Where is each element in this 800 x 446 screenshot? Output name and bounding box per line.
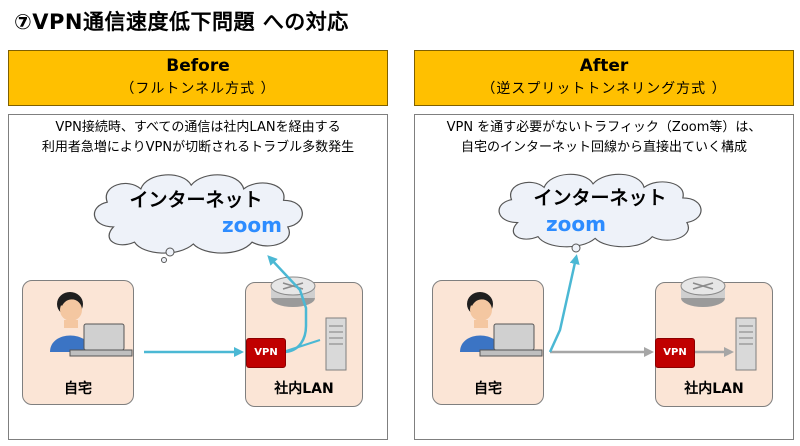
before-connection-lines — [144, 255, 321, 357]
after-laptop-icon — [479, 323, 543, 357]
after-home-label: 自宅 — [474, 381, 502, 397]
before-home-label: 自宅 — [64, 381, 92, 397]
after-office-label: 社内LAN — [684, 381, 744, 397]
before-header: Before （フルトンネル方式 ） — [8, 50, 388, 106]
before-vpn-badge: VPN — [246, 338, 286, 368]
after-heading: After — [579, 56, 629, 76]
before-heading: Before — [166, 56, 230, 76]
before-subheading: （フルトンネル方式 ） — [120, 81, 276, 97]
before-desc-line2: 利用者急増によりVPNが切断されるトラブル多数発生 — [41, 140, 355, 155]
before-desc-line1: VPN接続時、すべての通信は社内LANを経由する — [55, 120, 341, 135]
before-laptop-icon — [69, 323, 133, 357]
after-zoom-logo: zoom — [546, 212, 606, 236]
before-office-label: 社内LAN — [274, 381, 334, 397]
after-connection-lines — [548, 254, 734, 357]
after-cloud-label: インターネット — [533, 187, 666, 209]
after-description: VPN を通す必要がないトラフィック（Zoom等）は、 自宅のインターネット回線… — [414, 118, 794, 158]
before-router-icon — [270, 276, 316, 307]
before-person-icon — [50, 292, 92, 352]
before-internet-cloud — [93, 174, 303, 263]
after-header: After （逆スプリットトンネリング方式 ） — [414, 50, 794, 106]
before-description: VPN接続時、すべての通信は社内LANを経由する 利用者急増によりVPNが切断さ… — [8, 118, 388, 158]
after-subheading: （逆スプリットトンネリング方式 ） — [481, 81, 727, 97]
page-title: ⑦VPN通信速度低下問題 への対応 — [14, 10, 349, 34]
after-router-icon — [680, 276, 726, 307]
after-person-icon — [460, 292, 502, 352]
before-zoom-logo: zoom — [222, 213, 282, 237]
after-vpn-badge: VPN — [655, 338, 695, 368]
after-server-icon — [735, 317, 757, 371]
before-cloud-label: インターネット — [129, 189, 262, 211]
after-desc-line2: 自宅のインターネット回線から直接出ていく構成 — [460, 140, 747, 155]
after-desc-line1: VPN を通す必要がないトラフィック（Zoom等）は、 — [446, 120, 762, 135]
before-server-icon — [325, 317, 347, 371]
after-internet-cloud — [498, 173, 702, 253]
